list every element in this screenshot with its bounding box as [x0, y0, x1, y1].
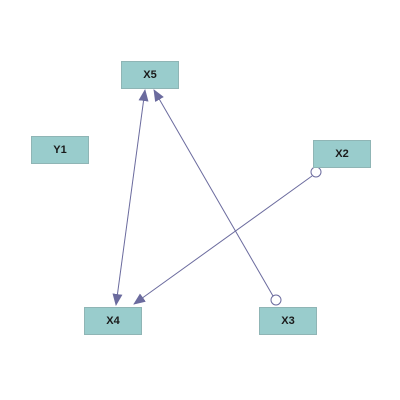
- node-x4[interactable]: X4: [84, 307, 142, 335]
- node-x5[interactable]: X5: [121, 61, 179, 89]
- node-label: Y1: [53, 144, 67, 156]
- edge-x3-x5-circle-end: [270, 294, 282, 306]
- edge-x2-x4-circle-end: [310, 166, 322, 178]
- node-x2[interactable]: X2: [313, 140, 371, 168]
- node-y1[interactable]: Y1: [31, 136, 89, 164]
- node-label: X2: [335, 148, 349, 160]
- node-label: X3: [281, 315, 295, 327]
- node-label: X5: [143, 69, 157, 81]
- edge-x2-x4: [133, 175, 313, 305]
- node-label: X4: [106, 315, 120, 327]
- node-x3[interactable]: X3: [259, 307, 317, 335]
- edge-x5-x4: [112, 89, 149, 306]
- edge-x3-x5: [153, 89, 274, 297]
